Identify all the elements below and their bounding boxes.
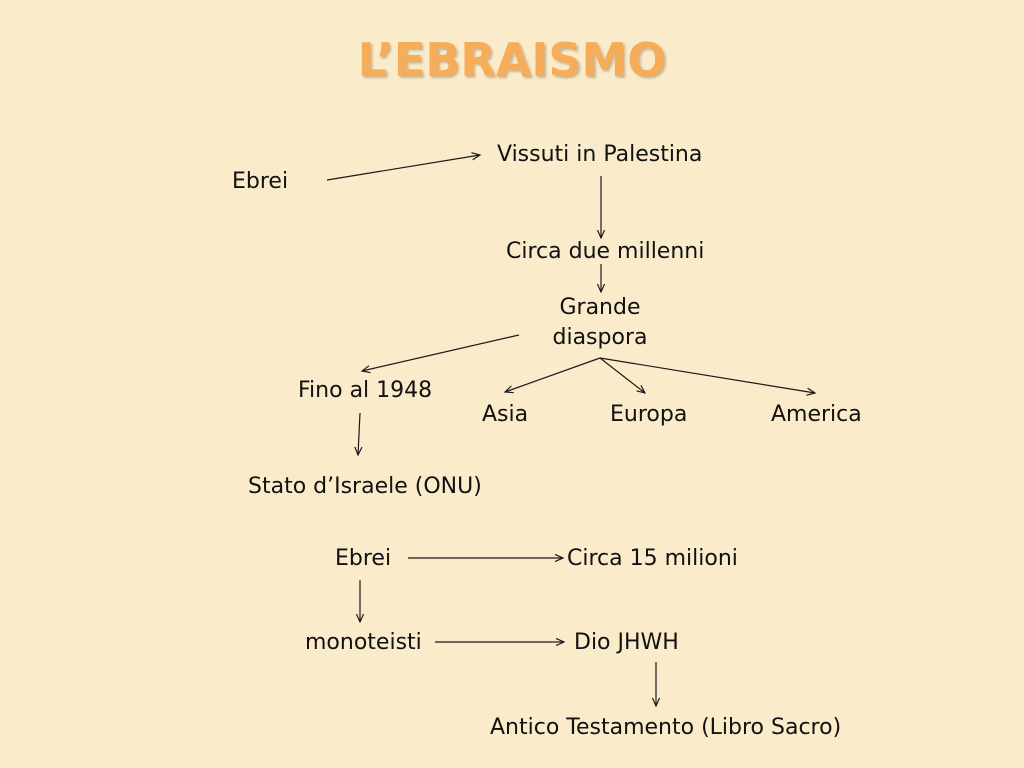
node-antico-testamento: Antico Testamento (Libro Sacro): [490, 715, 842, 740]
node-america: America: [771, 402, 862, 427]
arrow-ebrei-to-vissuti: [326, 155, 480, 181]
node-stato-israele: Stato d’Israele (ONU): [248, 474, 482, 499]
node-europa: Europa: [610, 402, 688, 427]
node-grande-diaspora: Grande diaspora: [530, 293, 670, 353]
arrow-diaspora-to-fino: [362, 334, 520, 371]
arrow-diaspora-to-america: [599, 357, 815, 393]
node-fino-al-1948: Fino al 1948: [298, 378, 433, 403]
node-diaspora-line: diaspora: [552, 325, 648, 350]
node-circa-due-millenni: Circa due millenni: [506, 239, 705, 264]
node-monoteisti: monoteisti: [305, 630, 422, 655]
node-grande-line: Grande: [559, 295, 641, 320]
arrow-fino-to-stato: [358, 412, 360, 455]
node-ebrei-bottom: Ebrei: [335, 546, 392, 571]
arrow-diaspora-to-asia: [505, 357, 601, 392]
node-dio-jhwh: Dio JHWH: [574, 630, 679, 655]
node-asia: Asia: [482, 402, 529, 427]
arrow-diaspora-to-europa: [599, 357, 645, 393]
slide-title: L’EBRAISMO: [357, 33, 667, 87]
node-ebrei-top: Ebrei: [232, 169, 289, 194]
node-vissuti-in-palestina: Vissuti in Palestina: [497, 142, 703, 167]
node-circa-15-milioni: Circa 15 milioni: [567, 546, 738, 571]
